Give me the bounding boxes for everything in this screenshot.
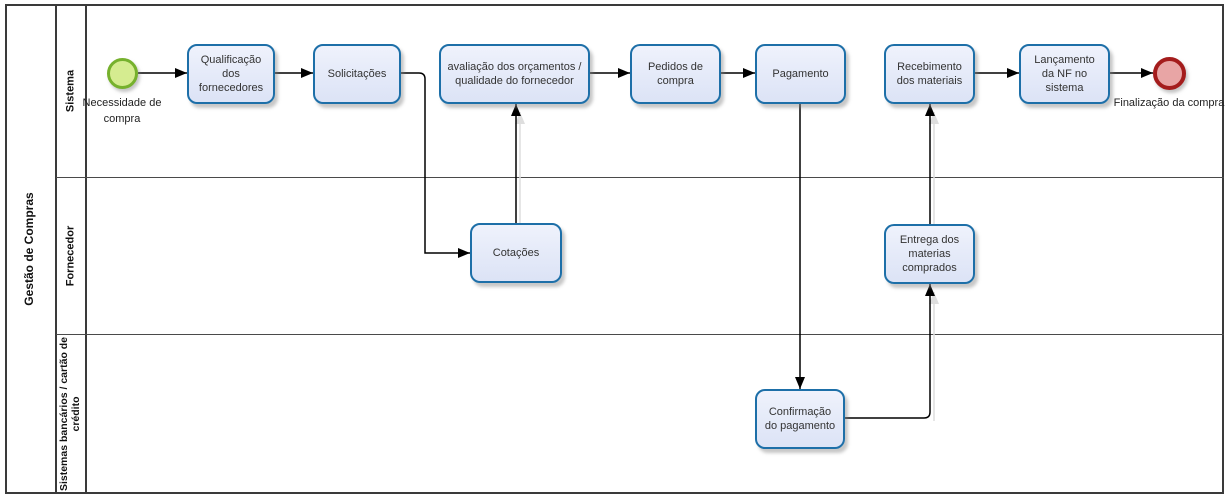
task-lancamento-nf: Lançamento da NF no sistema: [1019, 44, 1110, 104]
task-solicitacoes: Solicitações: [313, 44, 401, 104]
lane-label-divider: [85, 4, 87, 494]
task-cotacoes: Cotações: [470, 223, 562, 283]
task-confirmacao-pagamento: Confirmação do pagamento: [755, 389, 845, 449]
lane-separator-1: [56, 177, 1224, 178]
task-entrega-materias: Entrega dos materias comprados: [884, 224, 975, 284]
start-event: [107, 58, 138, 89]
start-event-label: Necessidade de compra: [82, 97, 162, 125]
task-avaliacao-orcamentos: avaliação dos orçamentos / qualidade do …: [439, 44, 590, 104]
end-event-label: Finalização da compra: [1113, 97, 1225, 109]
task-pagamento: Pagamento: [755, 44, 846, 104]
pool-title-divider: [55, 4, 57, 494]
pool-outline: [5, 4, 1224, 494]
task-recebimento-materiais: Recebimento dos materiais: [884, 44, 975, 104]
lane-separator-2: [56, 334, 1224, 335]
end-event: [1153, 57, 1186, 90]
task-pedidos-compra: Pedidos de compra: [630, 44, 721, 104]
task-qualificacao-fornecedores: Qualificação dos fornecedores: [187, 44, 275, 104]
